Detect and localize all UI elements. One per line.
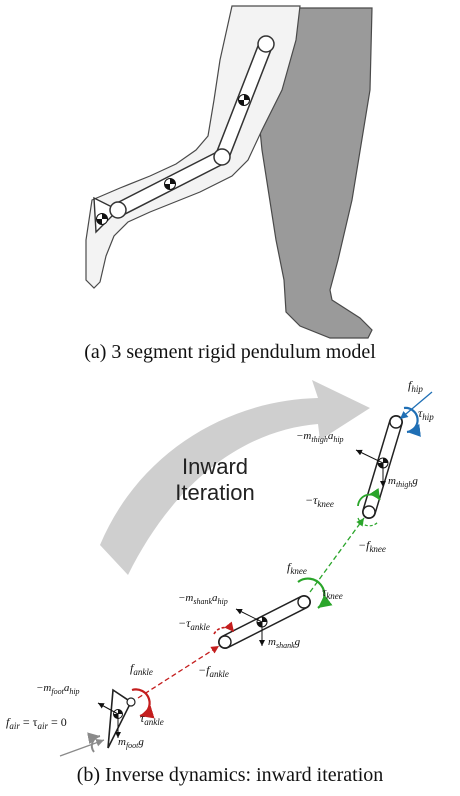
foot-com-icon (96, 213, 108, 225)
label-f-ankle: fankle (130, 661, 153, 677)
ankle-joint (109, 201, 127, 219)
arrow-label-line1: Inward (182, 454, 248, 479)
inverse-dynamics-diagram: Inward Iteration (6, 378, 434, 757)
label-f-knee: fknee (287, 560, 307, 576)
label-f-air: fair = τair = 0 (6, 715, 67, 731)
label-tau-knee: τknee (322, 585, 343, 601)
arrow-label-line2: Iteration (175, 480, 255, 505)
label-m-thigh-g: mthighg (388, 475, 418, 489)
label-neg-tau-ankle: −τankle (178, 616, 210, 632)
support-leg (255, 7, 373, 339)
label-tau-hip: τhip (418, 406, 434, 422)
thigh-com-icon (238, 94, 250, 106)
thigh-inertia-arrow (355, 449, 384, 464)
tau-hip-arrow (403, 406, 421, 437)
shank-bar (218, 595, 311, 649)
label-neg-tau-knee: −τknee (305, 493, 334, 509)
label-m-shank-g: mshankg (268, 636, 301, 650)
caption-a: (a) 3 segment rigid pendulum model (84, 341, 376, 363)
foot-inertia-arrow (97, 702, 119, 715)
shank-com-icon (164, 178, 176, 190)
hip-joint (257, 35, 275, 53)
tau-air-arrow (87, 732, 101, 753)
neg-tau-ankle-arrow (213, 621, 235, 635)
tau-ankle-arrow (131, 688, 155, 719)
f-hip-arrow (399, 391, 433, 420)
neg-f-knee-arrow (309, 517, 365, 593)
label-tau-ankle: τankle (140, 711, 164, 727)
label-m-foot-a-hip: −mfootahip (36, 682, 80, 696)
label-m-foot-g: mfootg (118, 736, 144, 750)
neg-f-ankle-arrow (137, 645, 220, 699)
leg-illustration (85, 5, 373, 339)
tau-knee-arrow (297, 577, 333, 609)
neg-tau-knee-arrow (357, 488, 381, 507)
shank-inertia-arrow (235, 608, 263, 623)
inward-iteration-arrow (100, 380, 370, 575)
label-f-hip: fhip (408, 378, 423, 394)
label-m-thigh-a-hip: −mthighahip (296, 430, 344, 444)
label-m-shank-a-hip: −mshankahip (178, 592, 228, 606)
label-neg-f-ankle: −fankle (198, 663, 229, 679)
f-air-arrow (59, 739, 105, 757)
caption-b: (b) Inverse dynamics: inward iteration (76, 764, 384, 786)
label-neg-f-knee: −fknee (358, 538, 386, 554)
knee-joint (213, 148, 231, 166)
